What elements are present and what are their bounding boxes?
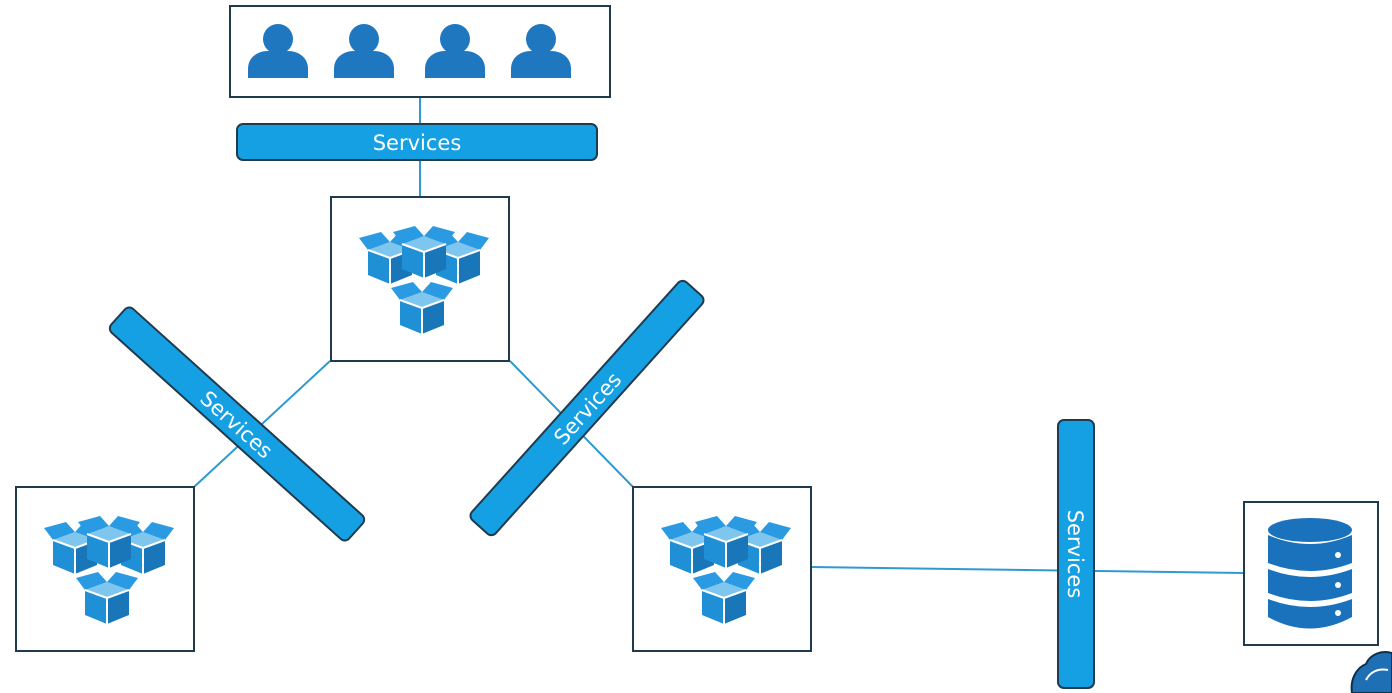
node-right <box>632 486 812 652</box>
services-left-label: Services <box>195 386 277 463</box>
node-left <box>15 486 195 652</box>
cloud-logo-icon <box>1350 651 1392 693</box>
services-middle-label: Services <box>549 368 626 450</box>
services-right-label: Services <box>1063 510 1087 599</box>
services-top-label: Services <box>373 131 462 155</box>
node-top <box>330 196 510 362</box>
database-icon <box>1268 518 1352 629</box>
services-right[interactable]: Services <box>1057 419 1095 689</box>
services-top[interactable]: Services <box>236 123 598 161</box>
connector-right-node-to-database <box>810 566 1245 574</box>
users-box <box>229 5 611 98</box>
database-node <box>1243 501 1379 646</box>
